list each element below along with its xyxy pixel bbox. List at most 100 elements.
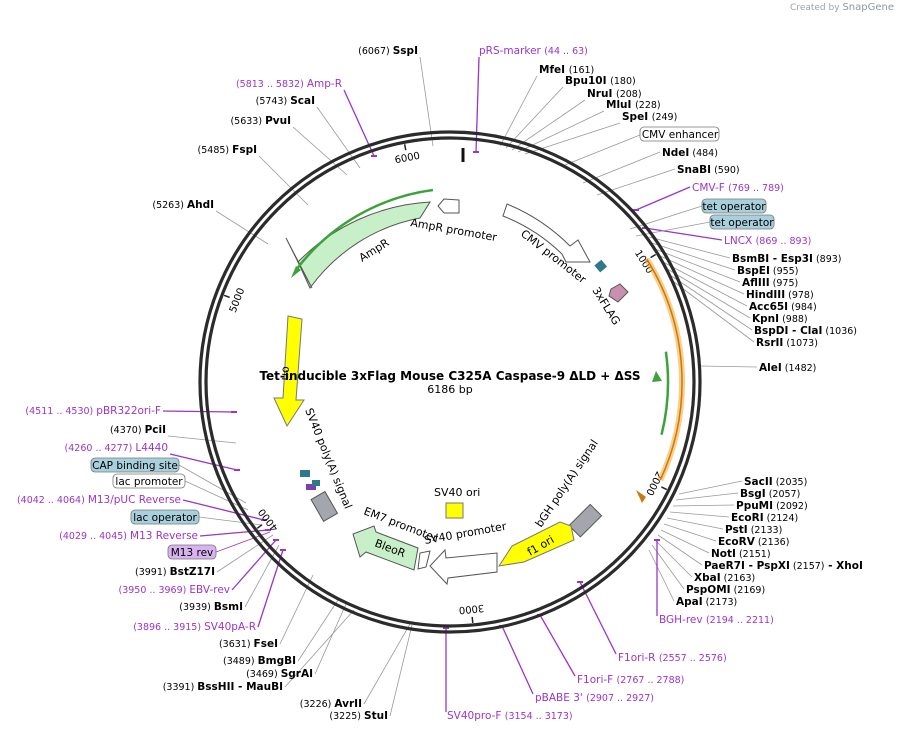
right-label-7: HindIII (978) (746, 289, 814, 301)
svg-text:SnaBI (590): SnaBI (590) (677, 164, 740, 176)
leader-line (297, 599, 339, 662)
ring-tick (256, 524, 263, 529)
svg-text:EcoRI (2124): EcoRI (2124) (731, 512, 798, 524)
left-label-16: (3489) BmgBI (223, 655, 296, 667)
left-label-17: (3469) SgrAI (246, 668, 313, 680)
feature-label-sv40-polya: SV40 poly(A) signal (302, 406, 354, 510)
svg-text:(5743) ScaI: (5743) ScaI (256, 95, 315, 107)
svg-text:ApaI (2173): ApaI (2173) (676, 596, 737, 608)
ampr-orf-line (295, 188, 434, 271)
svg-text:(6067) SspI: (6067) SspI (358, 45, 418, 57)
left-label-5: (5263) AhdI (152, 199, 214, 211)
svg-text:CAP binding site: CAP binding site (92, 460, 178, 472)
svg-text:(3489) BmgBI: (3489) BmgBI (223, 655, 296, 667)
tet-operator-box-0: tet operator (701, 198, 767, 214)
right-label-10: BspDI - ClaI (1036) (754, 325, 857, 337)
leader-line (663, 266, 751, 319)
leader-line (258, 155, 309, 206)
svg-text:MfeI (161): MfeI (161) (539, 64, 594, 76)
left-label-7: (4370) PciI (110, 424, 166, 436)
left-label-12: (3950 .. 3969) EBV-rev (118, 584, 230, 596)
leader-line (666, 272, 753, 331)
top-label-0: pRS-marker (44 .. 63) (479, 45, 588, 57)
left-feature-box-0: CAP binding site (90, 457, 180, 473)
svg-text:BspDI - ClaI (1036): BspDI - ClaI (1036) (754, 325, 857, 337)
right-label-6: AflIII (975) (742, 277, 798, 289)
left-label-2: (5743) ScaI (256, 95, 315, 107)
svg-text:(4370) PciI: (4370) PciI (110, 424, 166, 436)
top-label-3: NruI (208) (587, 88, 642, 100)
svg-text:(4260 .. 4277) L4440: (4260 .. 4277) L4440 (65, 442, 168, 454)
right-label-4: BsmBI - Esp3I (893) (732, 253, 842, 265)
bottom-label-0: BGH-rev (2194 .. 2211) (659, 614, 774, 626)
svg-text:lac operator: lac operator (133, 512, 197, 524)
right-label-12: AleI (1482) (759, 362, 816, 374)
leader-line (169, 453, 238, 471)
purple-tiny (306, 484, 316, 490)
leader-line (231, 539, 277, 591)
ampr-orf-head (291, 266, 301, 278)
feature-label-ori: ori (279, 366, 293, 381)
svg-text:PstI (2133): PstI (2133) (725, 524, 782, 536)
caspase-orf-arc-core (646, 258, 683, 481)
tet-operator-box-1: tet operator (709, 214, 775, 230)
right-label-5: BspEI (955) (737, 265, 798, 277)
ori-arrow (273, 315, 305, 428)
leader-line (657, 534, 703, 566)
svg-text:Bpu10I (180): Bpu10I (180) (565, 75, 636, 87)
right-label-11: RsrII (1073) (756, 337, 818, 349)
leader-line (635, 186, 691, 211)
leader-line (699, 365, 758, 368)
svg-text:(3226) AvrII: (3226) AvrII (300, 698, 362, 710)
svg-text:LNCX (869 .. 893): LNCX (869 .. 893) (724, 235, 811, 247)
right-label-19: NotI (2151) (711, 548, 771, 560)
left-feature-box-3: M13 rev (167, 544, 217, 560)
leader-line (363, 623, 411, 705)
ampr-arrowhead (285, 237, 313, 289)
feature-label-ampr-promoter: AmpR promoter (409, 216, 498, 244)
ring-tick (403, 144, 407, 151)
leader-line (279, 574, 314, 645)
leader-line (257, 549, 284, 628)
backbone-outer (198, 130, 702, 634)
svg-text:(4029 .. 4045) M13 Reverse: (4029 .. 4045) M13 Reverse (59, 530, 198, 542)
right-label-17: PstI (2133) (725, 524, 782, 536)
bottom-label-2: F1ori-F (2767 .. 2788) (577, 674, 684, 686)
ring-tick (661, 486, 668, 491)
svg-text:NruI (208): NruI (208) (587, 88, 642, 100)
ring-tick-label: 5000 (228, 287, 247, 315)
left-label-4: (5485) FspI (198, 144, 257, 156)
right-label-20: PaeR7I - PspXI (2157) - XhoI (704, 560, 863, 572)
svg-text:pRS-marker (44 .. 63): pRS-marker (44 .. 63) (479, 45, 588, 57)
svg-text:EcoRV (2136): EcoRV (2136) (718, 536, 789, 548)
svg-text:MluI (228): MluI (228) (606, 99, 661, 111)
flag-tag (608, 283, 629, 303)
left-label-11: (3991) BstZ17I (135, 566, 215, 578)
left-label-3: (5633) PvuI (230, 115, 291, 127)
small-teal-box (594, 259, 608, 273)
svg-text:(3225) StuI: (3225) StuI (329, 710, 388, 722)
teal-tiny-2 (312, 480, 320, 486)
plasmid-size: 6186 bp (427, 383, 472, 396)
svg-text:BspEI (955): BspEI (955) (737, 265, 798, 277)
leader-line (162, 410, 235, 413)
top-label-4: MluI (228) (606, 99, 661, 111)
leader-line (579, 581, 617, 655)
leader-line (501, 625, 534, 695)
svg-text:(3950 .. 3969) EBV-rev: (3950 .. 3969) EBV-rev (118, 584, 230, 596)
cmv-enhancer-box: CMV enhancer (639, 126, 720, 142)
svg-text:BsgI (2057): BsgI (2057) (740, 488, 800, 500)
left-label-18: (3391) BssHII - MauBI (163, 681, 283, 693)
leader-line (539, 614, 576, 677)
f1-ori-arrow (497, 521, 575, 567)
leader-line (669, 511, 730, 518)
leader-line (389, 624, 413, 717)
right-label-8: Acc65I (984) (749, 301, 817, 313)
svg-text:NdeI (484): NdeI (484) (662, 147, 718, 159)
svg-text:(3939) BsmI: (3939) BsmI (179, 601, 243, 613)
svg-text:pBABE 3' (2907 .. 2927): pBABE 3' (2907 .. 2927) (535, 692, 654, 704)
svg-text:(5485) FspI: (5485) FspI (198, 144, 257, 156)
svg-text:tet operator: tet operator (710, 217, 774, 229)
leader-line (666, 517, 724, 530)
